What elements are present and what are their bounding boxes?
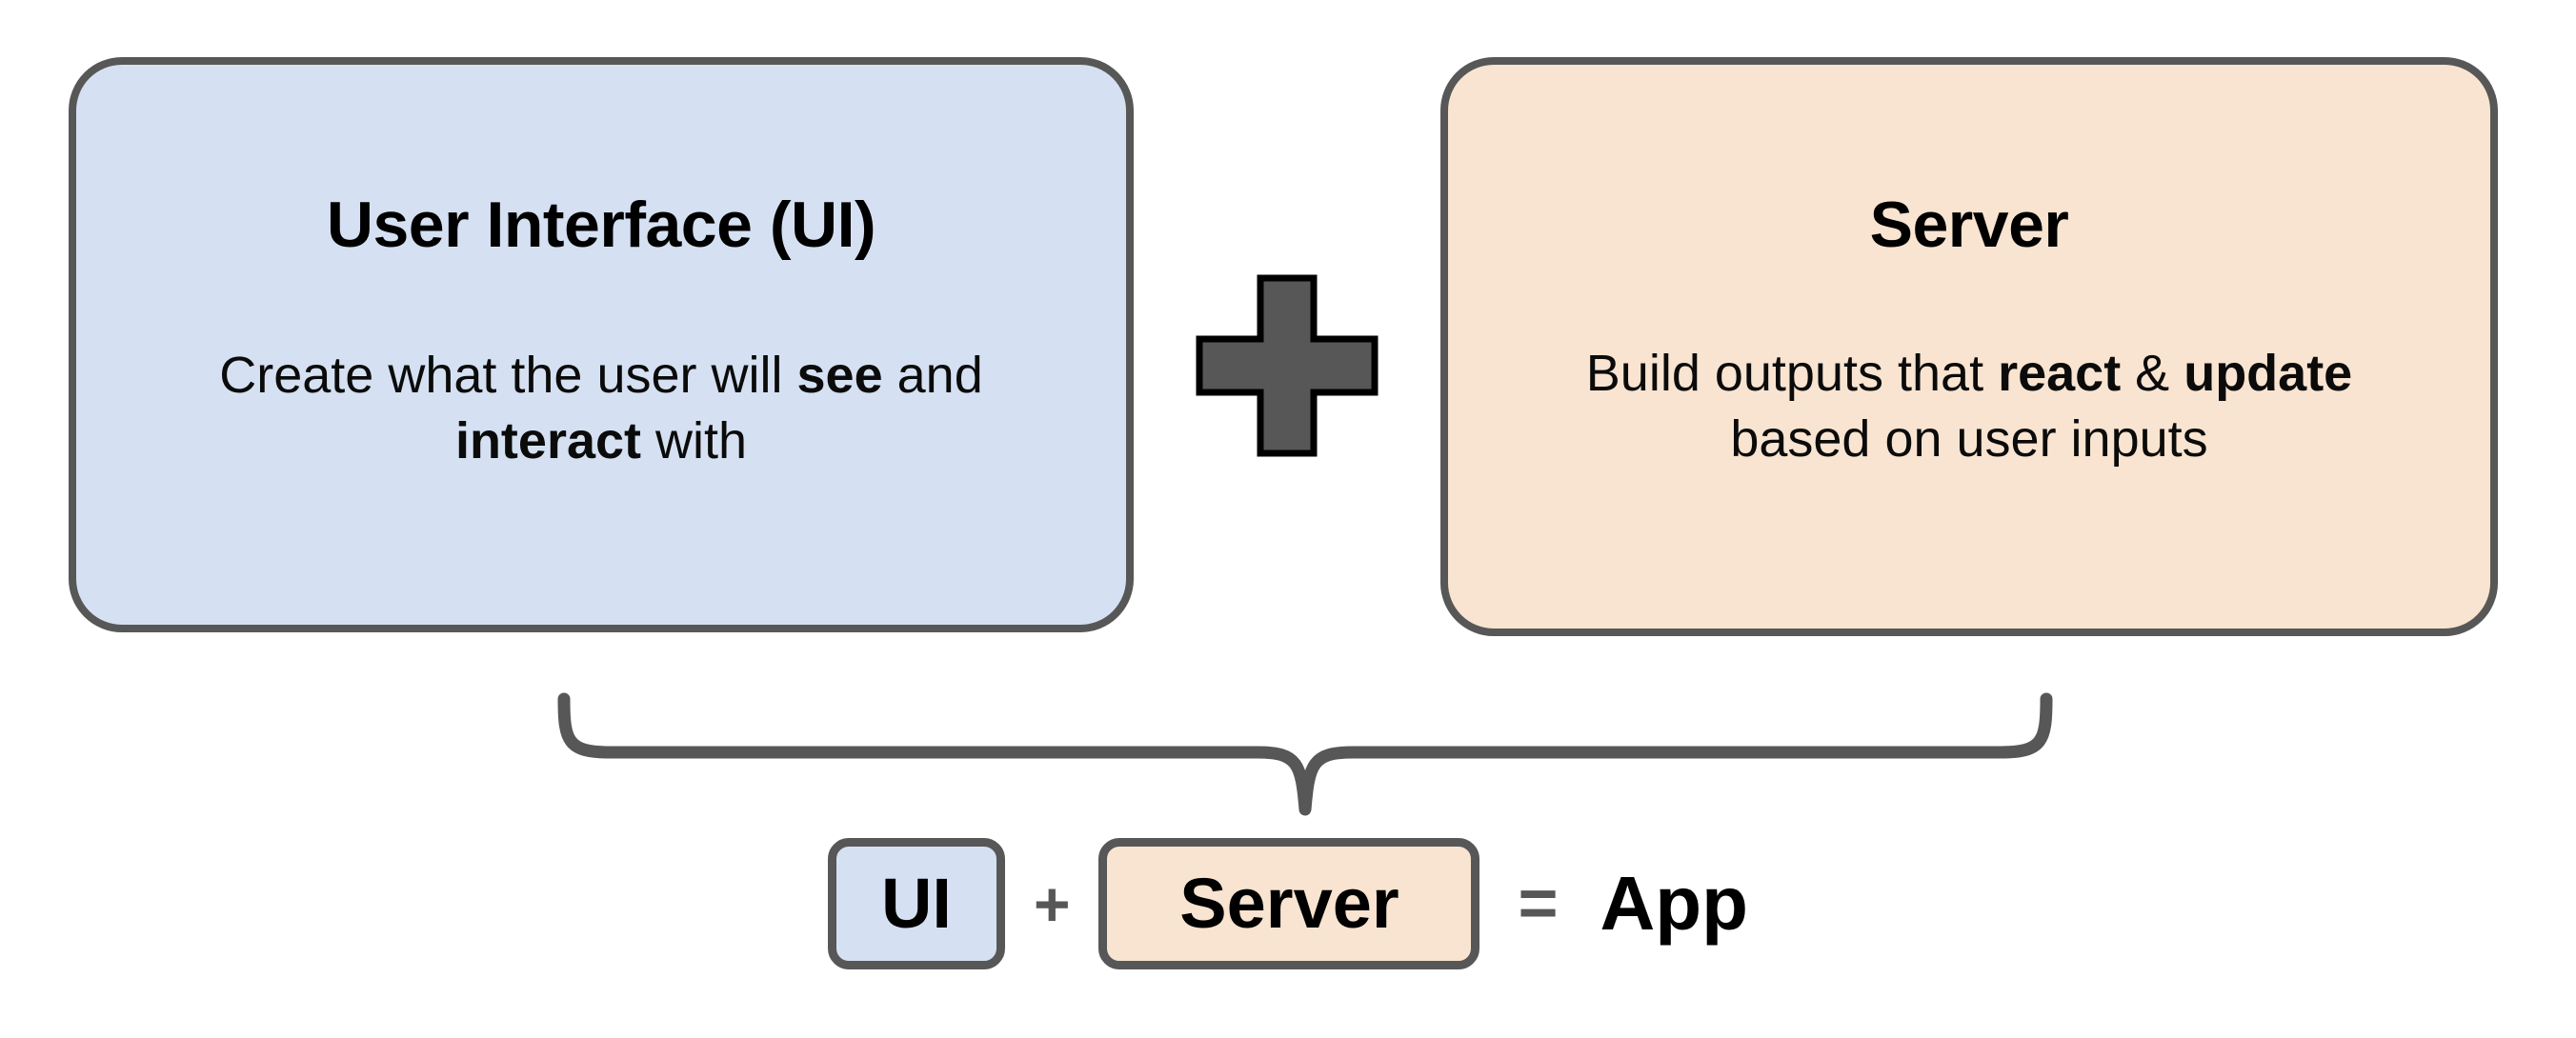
card-title-server: Server [1869, 189, 2069, 261]
card-body-ui-part-3: interact [454, 412, 642, 470]
equation-row: UI + Server = App [0, 838, 2576, 969]
card-title-ui: User Interface (UI) [326, 189, 876, 261]
card-body-ui-part-1: see [796, 347, 883, 404]
card-body-server-part-4: based on user inputs [1730, 410, 2208, 469]
card-body-server-part-2: & [2121, 345, 2184, 402]
card-body-server: Build outputs that react & update based … [1560, 341, 2379, 472]
card-body-ui-part-0: Create what the user will [219, 347, 797, 404]
plus-operator: + [1033, 868, 1071, 939]
card-body-server-part-0: Build outputs that [1585, 345, 1999, 402]
chip-ui: UI [827, 838, 1005, 969]
card-user-interface: User Interface (UI) Create what the user… [69, 57, 1134, 632]
card-body-server-part-3: update [2184, 345, 2353, 402]
card-body-ui-part-2: and [882, 347, 983, 404]
card-body-ui-part-4: with [641, 412, 748, 470]
equals-operator: = [1518, 866, 1559, 942]
chip-server: Server [1098, 838, 1480, 969]
equation-result-app: App [1600, 861, 1749, 946]
curly-brace-down-icon [533, 667, 2077, 838]
card-body-server-part-1: react [1998, 345, 2122, 402]
plus-icon [1196, 274, 1379, 457]
card-body-ui: Create what the user will see and intera… [182, 343, 1020, 474]
card-server: Server Build outputs that react & update… [1440, 57, 2498, 636]
